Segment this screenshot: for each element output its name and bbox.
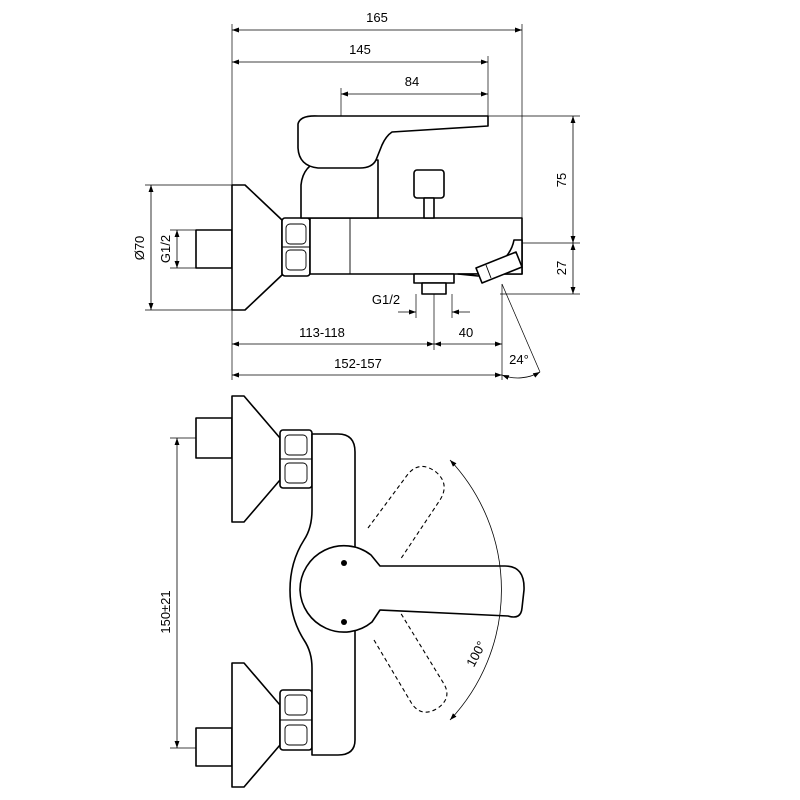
dim-40: 40 [459,325,473,340]
lever-position-ghost-upper [367,465,445,561]
dim-84: 84 [405,74,419,89]
dim-outlet-thread: G1/2 [372,292,400,307]
upper-rosette [231,395,281,523]
shower-outlet-flange [413,273,455,284]
diverter-stem [423,197,435,219]
dim-113-118: 113-118 [299,325,345,340]
lever-position-ghost-lower [373,611,448,713]
dim-inlet-thread: G1/2 [158,235,173,263]
dim-27: 27 [554,261,569,275]
upper-inlet-stub [195,417,233,459]
dim-spout-angle: 24° [509,352,529,367]
dim-145: 145 [349,42,371,57]
lever-top [299,544,525,633]
lower-rosette [231,662,281,788]
dim-centres: 150±21 [158,590,173,633]
rosette [231,184,283,311]
lever-indicator-dot-lower [341,619,347,625]
dim-152-157: 152-157 [334,356,382,371]
dim-165: 165 [366,10,388,25]
dim-75: 75 [554,173,569,187]
diverter-knob [413,169,445,199]
lever-indicator-dot [341,560,347,566]
lever-handle [297,115,489,169]
top-view: 150±21 100° [158,395,525,788]
inlet-pipe-stub [195,229,233,269]
side-view: 165 145 84 75 27 Ø70 G1/2 G1/2 113-118 [132,10,580,380]
shower-outlet-nipple [421,282,447,295]
dim-rosette-diameter: Ø70 [132,236,147,261]
dim-lever-rotation: 100° [463,638,489,669]
lower-inlet-stub [195,727,233,767]
spout-aerator [475,251,523,284]
